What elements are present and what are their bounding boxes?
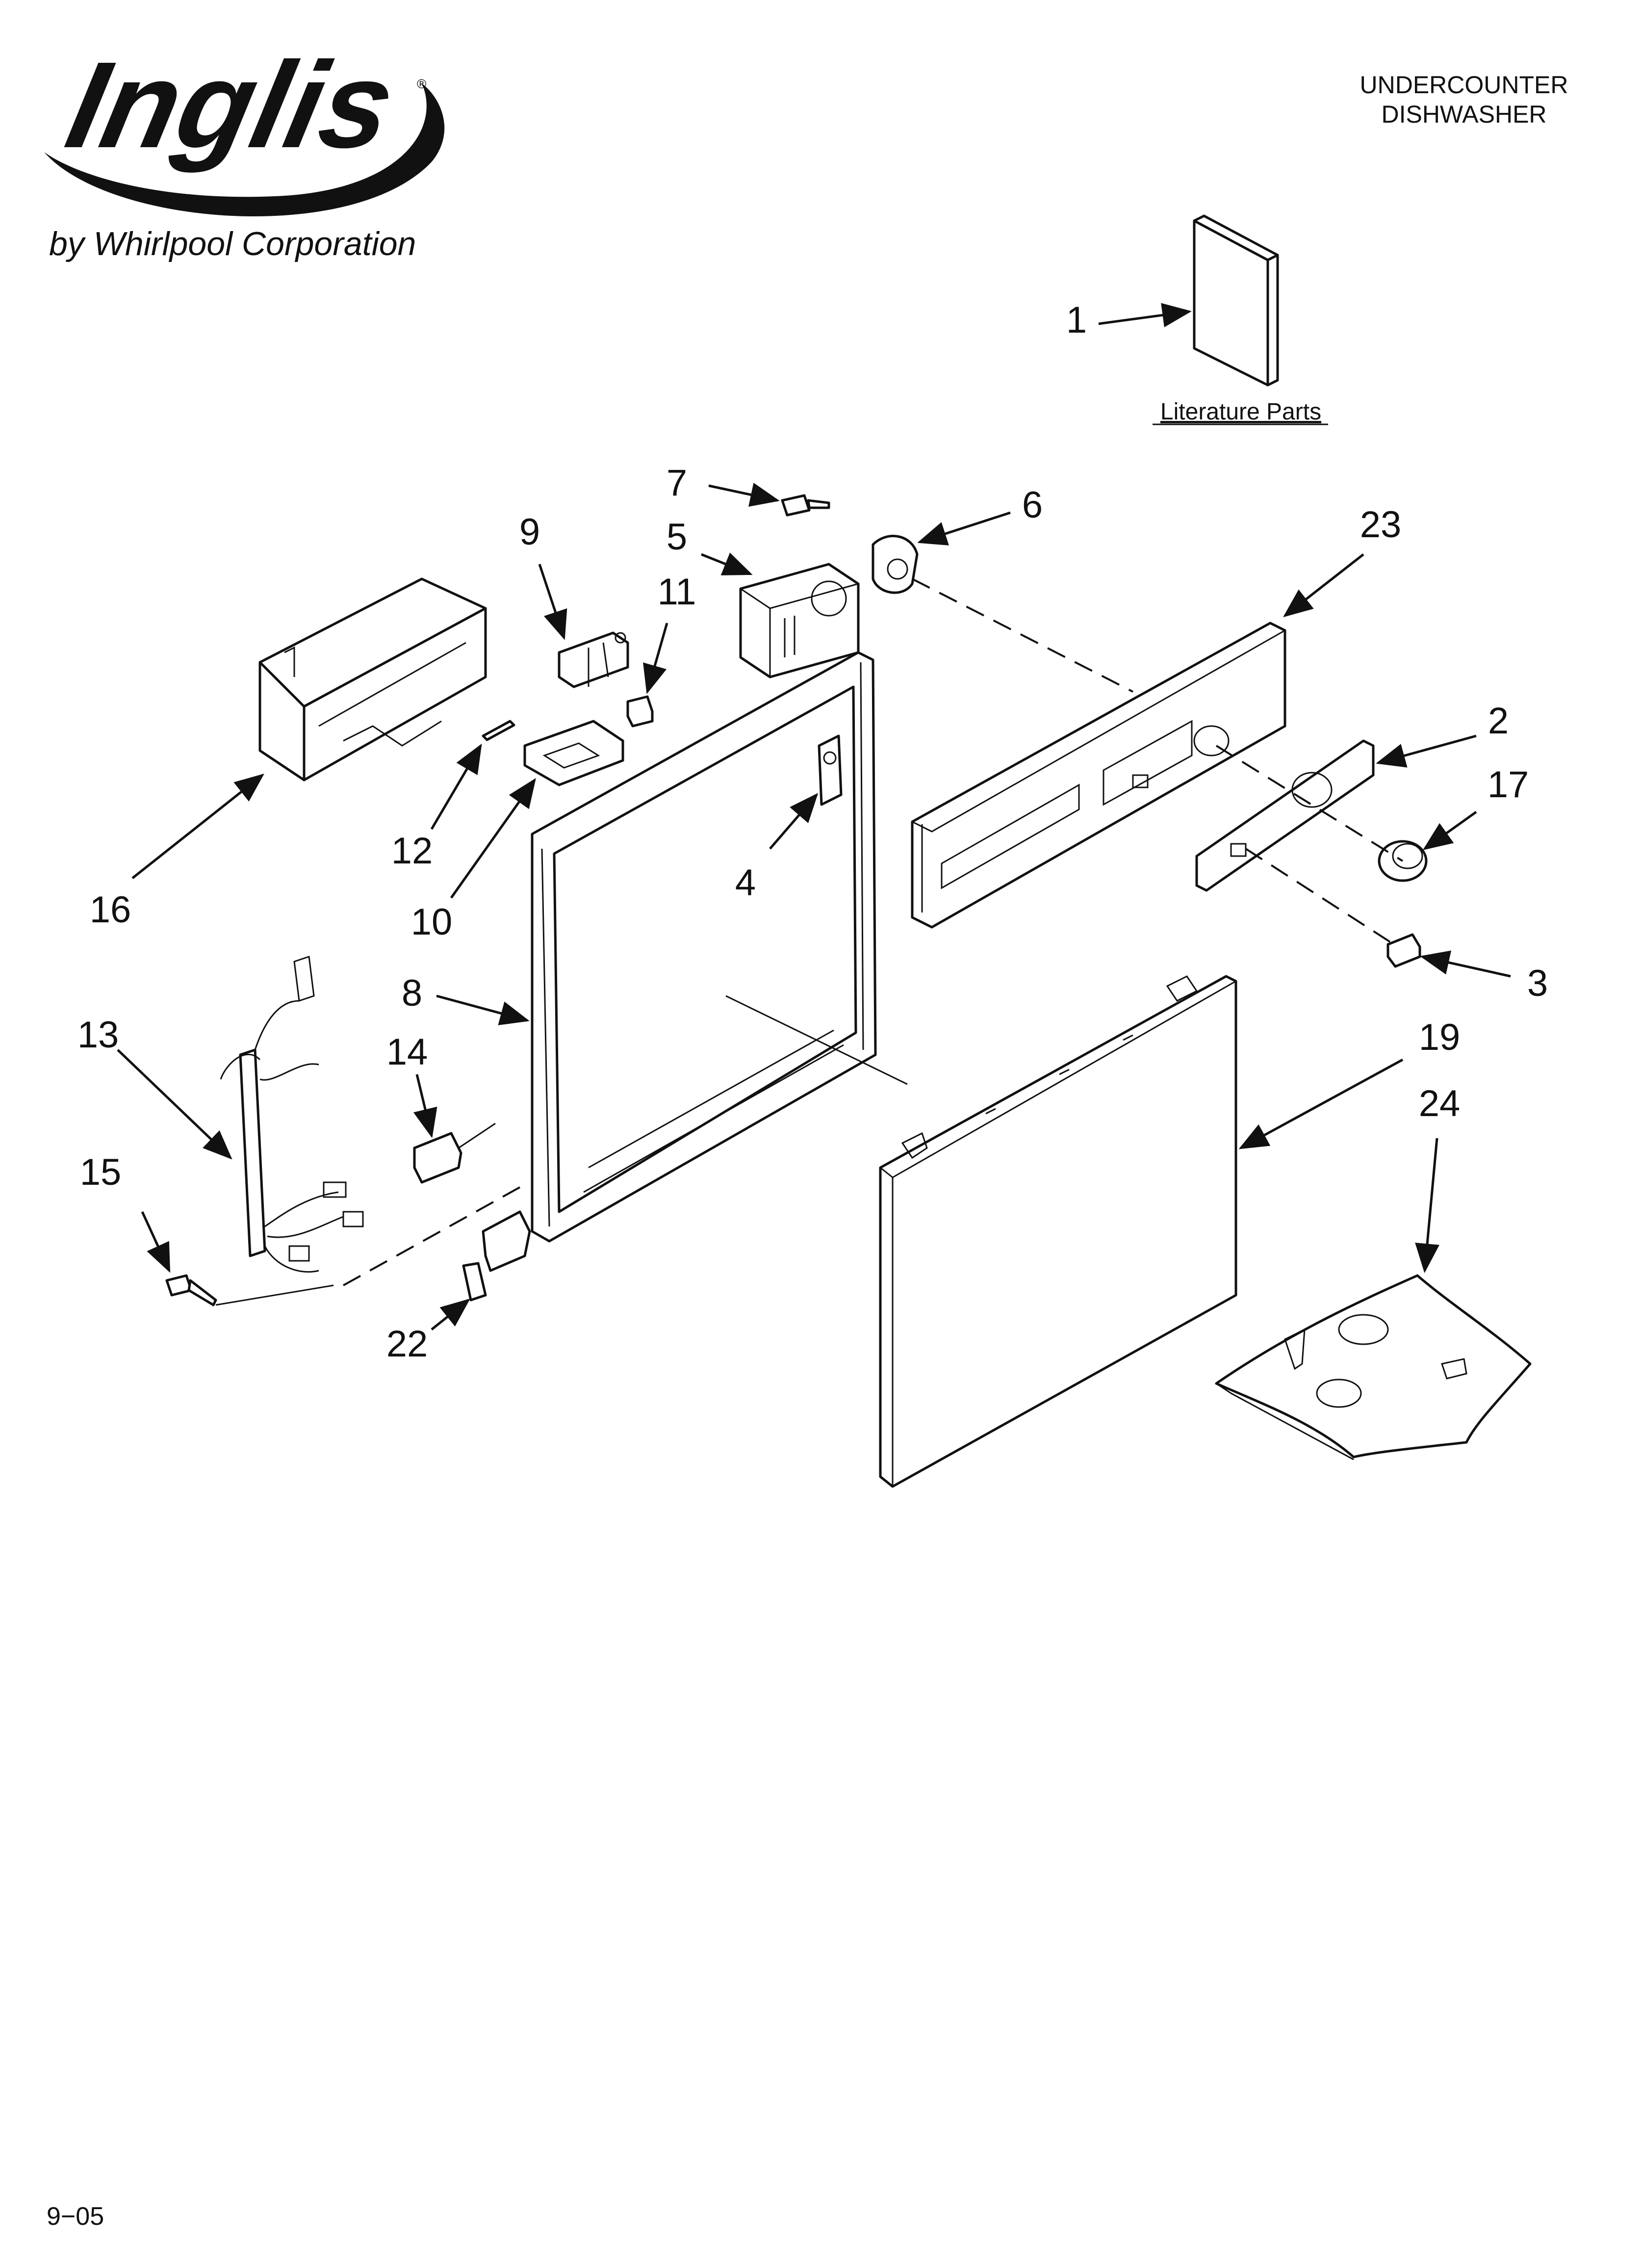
brand-logo: Inglis ® by Whirlpool Corporation xyxy=(44,36,445,262)
callout-16: 16 xyxy=(90,889,131,931)
callout-9: 9 xyxy=(519,511,540,553)
part-literature-booklet xyxy=(1193,214,1279,387)
callout-4: 4 xyxy=(735,862,756,904)
part-latch-housing xyxy=(523,720,624,786)
part-cable-clamp xyxy=(413,1122,496,1184)
assembly-line-frame xyxy=(725,995,908,1085)
part-screw-bottom xyxy=(165,1274,217,1306)
leader-5 xyxy=(701,552,753,575)
leader-1 xyxy=(1098,303,1192,328)
part-clip xyxy=(462,1262,487,1302)
callout-12: 12 xyxy=(391,830,433,872)
leader-6 xyxy=(917,511,1011,546)
leader-9 xyxy=(538,564,567,640)
callout-11: 11 xyxy=(658,571,696,613)
literature-parts-label: Literature Parts xyxy=(1160,399,1321,425)
callout-17: 17 xyxy=(1488,764,1529,806)
product-type-line2: DISHWASHER xyxy=(1381,101,1546,128)
callout-15: 15 xyxy=(80,1151,122,1193)
part-console-panel xyxy=(911,622,1286,929)
part-shield-cover xyxy=(258,577,487,782)
callout-8: 8 xyxy=(402,972,422,1014)
callout-6: 6 xyxy=(1022,484,1043,526)
leader-13 xyxy=(117,1049,232,1160)
part-latch xyxy=(558,631,629,688)
harness-routing-line xyxy=(343,1186,520,1286)
leader-4 xyxy=(769,793,819,850)
callout-19: 19 xyxy=(1419,1017,1461,1058)
assembly-line-knob xyxy=(1215,745,1404,862)
leader-3 xyxy=(1420,950,1511,978)
callout-1: 1 xyxy=(1066,299,1087,341)
callout-22: 22 xyxy=(386,1323,428,1365)
callout-7: 7 xyxy=(667,462,687,504)
leader-22 xyxy=(431,1298,470,1330)
leader-23 xyxy=(1283,553,1364,618)
screw-routing-line xyxy=(215,1284,334,1306)
part-spacer-strip xyxy=(482,720,515,741)
part-door-frame xyxy=(531,651,877,1243)
brand-name: Inglis xyxy=(56,36,406,174)
callout-10: 10 xyxy=(411,901,453,943)
part-control-overlay xyxy=(1195,739,1375,892)
leader-16 xyxy=(131,773,264,879)
product-type-line1: UNDERCOUNTER xyxy=(1360,71,1568,99)
leader-7 xyxy=(708,483,780,507)
part-switch xyxy=(1386,933,1421,968)
part-switch-small xyxy=(626,695,654,728)
leader-19 xyxy=(1238,1058,1404,1149)
callout-3: 3 xyxy=(1527,963,1548,1004)
callout-2: 2 xyxy=(1488,700,1509,742)
leader-17 xyxy=(1422,810,1477,850)
assembly-line-timer xyxy=(912,578,1133,693)
leader-11 xyxy=(643,623,668,694)
part-timer-knob xyxy=(872,535,919,594)
part-wire-harness xyxy=(220,955,364,1273)
callout-14: 14 xyxy=(386,1031,428,1073)
part-door-bracket xyxy=(818,734,843,806)
callout-23: 23 xyxy=(1360,504,1402,546)
part-frame-clip xyxy=(482,1210,531,1272)
date-code: 9−05 xyxy=(47,2202,104,2231)
callout-13: 13 xyxy=(77,1014,119,1056)
leader-15 xyxy=(141,1211,171,1273)
registered-mark: ® xyxy=(417,77,426,91)
leader-24 xyxy=(1415,1138,1439,1273)
leader-10 xyxy=(450,778,536,899)
leader-2 xyxy=(1376,734,1477,768)
leader-14 xyxy=(413,1074,437,1138)
assembly-line-switch xyxy=(1245,848,1399,948)
part-outer-door-panel xyxy=(879,975,1237,1488)
part-parts-bag xyxy=(1215,1274,1532,1460)
callout-24: 24 xyxy=(1419,1083,1461,1124)
callout-5: 5 xyxy=(667,516,687,558)
part-screw-top xyxy=(781,494,830,517)
corporation-line: by Whirlpool Corporation xyxy=(49,225,416,262)
part-timer xyxy=(739,563,860,678)
leader-8 xyxy=(436,994,530,1025)
leader-12 xyxy=(430,743,482,830)
